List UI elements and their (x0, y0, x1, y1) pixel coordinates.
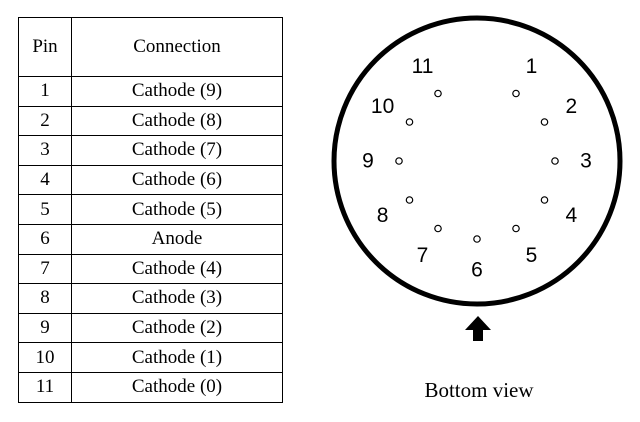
pin-number-label: 8 (377, 204, 389, 227)
connection-cell: Cathode (1) (71, 342, 283, 373)
pin-hole (405, 118, 414, 126)
pin-hole (512, 224, 520, 233)
pin-hole (512, 89, 520, 98)
pin-hole (405, 196, 414, 204)
pin-number-cell: 5 (18, 194, 72, 225)
pin-number-label: 10 (371, 95, 394, 118)
pin-hole (540, 118, 549, 126)
pin-hole (434, 89, 442, 98)
connection-cell: Anode (71, 223, 283, 255)
pin-hole (434, 224, 442, 233)
pin-number-label: 4 (566, 204, 578, 227)
pin-hole (551, 157, 559, 165)
pin-number-cell: 11 (18, 371, 72, 403)
pin-number-label: 11 (412, 55, 434, 78)
pin-number-label: 6 (471, 259, 483, 282)
view-caption: Bottom view (424, 378, 534, 402)
socket-outline (331, 15, 623, 307)
pin-hole (473, 235, 481, 243)
pin-hole (540, 196, 549, 204)
connection-cell: Cathode (0) (71, 371, 283, 403)
pin-numbers: 1 2 3 4 5 6 7 8 9 10 11 (362, 55, 592, 281)
pin-holes (395, 89, 559, 243)
pin-number-label: 1 (526, 55, 538, 78)
up-arrow-icon (465, 316, 491, 341)
pin-number-cell: 3 (18, 135, 72, 166)
pin-number-label: 5 (526, 244, 538, 267)
pin-column-header: Pin (18, 17, 72, 77)
connection-cell: Cathode (4) (71, 253, 283, 285)
pin-number-label: 2 (566, 95, 578, 118)
connection-cell: Cathode (8) (71, 105, 283, 137)
pin-number-label: 3 (580, 150, 592, 173)
table-header-row: Pin Connection (18, 17, 283, 77)
pin-number-label: 9 (362, 150, 374, 173)
pin-hole (395, 157, 403, 165)
connection-column-header: Connection (71, 17, 283, 77)
pin-number-label: 7 (417, 244, 429, 267)
pin-number-cell: 2 (18, 105, 72, 137)
